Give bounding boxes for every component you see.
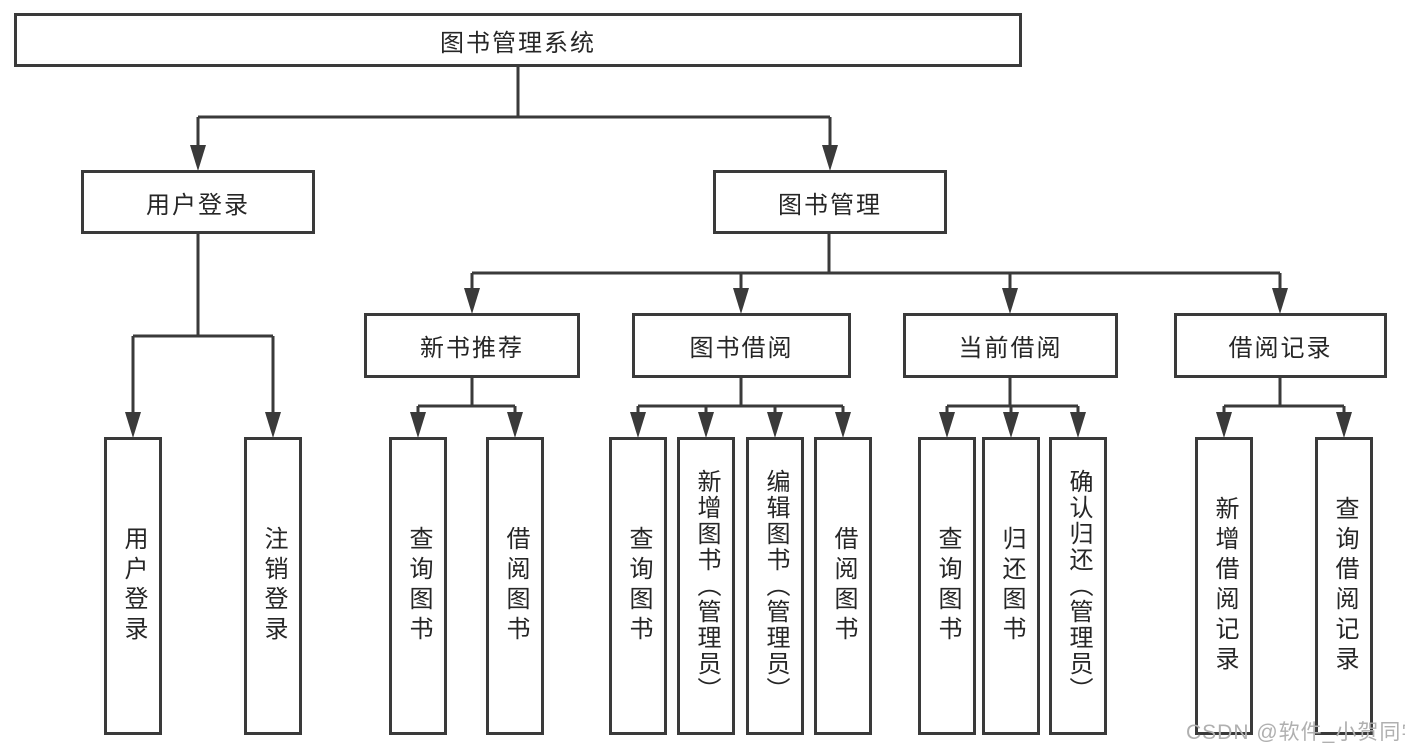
connector-new-book-recommend <box>410 378 523 438</box>
leaf-logout-label: 注销登录 <box>260 526 287 646</box>
node-book-borrow: 图书借阅 <box>632 313 851 378</box>
leaf-edit-books-admin: 编辑图书（管理员） <box>746 437 804 735</box>
csdn-watermark: CSDN @软件_小贺同学 <box>1186 721 1405 744</box>
node-borrow-records-label: 借阅记录 <box>1228 335 1333 362</box>
node-library-system: 图书管理系统 <box>14 13 1022 67</box>
leaf-query-books-borrow: 查询图书 <box>609 437 667 735</box>
leaf-return-books: 归还图书 <box>982 437 1040 735</box>
node-current-borrow-label: 当前借阅 <box>958 335 1063 362</box>
connector-book-management <box>464 234 1288 314</box>
connector-book-borrow <box>630 378 851 438</box>
connector-borrow-records <box>1216 378 1352 438</box>
node-new-book-recommend-label: 新书推荐 <box>420 335 524 362</box>
leaf-add-borrow-record: 新增借阅记录 <box>1195 437 1253 735</box>
leaf-query-borrow-record: 查询借阅记录 <box>1315 437 1373 735</box>
leaf-user-login: 用户登录 <box>104 437 162 735</box>
leaf-query-books-borrow-label: 查询图书 <box>625 526 652 646</box>
leaf-borrow-books: 借阅图书 <box>814 437 872 735</box>
leaf-query-books-current-label: 查询图书 <box>934 526 961 646</box>
node-book-borrow-label: 图书借阅 <box>689 335 794 362</box>
leaf-confirm-return-admin: 确认归还（管理员） <box>1049 437 1107 735</box>
leaf-edit-books-admin-label: 编辑图书（管理员） <box>762 469 789 703</box>
leaf-query-books-recommend: 查询图书 <box>389 437 447 735</box>
connector-user-login <box>125 234 281 438</box>
leaf-user-login-label: 用户登录 <box>120 526 147 646</box>
node-current-borrow: 当前借阅 <box>903 313 1118 378</box>
node-borrow-records: 借阅记录 <box>1174 313 1387 378</box>
leaf-logout: 注销登录 <box>244 437 302 735</box>
leaf-query-borrow-record-label: 查询借阅记录 <box>1331 496 1358 676</box>
connector-current-borrow <box>939 378 1086 438</box>
node-library-system-label: 图书管理系统 <box>440 29 596 57</box>
node-new-book-recommend: 新书推荐 <box>364 313 580 378</box>
leaf-add-books-admin-label: 新增图书（管理员） <box>693 469 720 703</box>
leaf-add-books-admin: 新增图书（管理员） <box>677 437 735 735</box>
connector-root <box>190 67 838 171</box>
node-book-management-label: 图书管理 <box>778 191 882 219</box>
leaf-borrow-books-recommend: 借阅图书 <box>486 437 544 735</box>
leaf-return-books-label: 归还图书 <box>998 526 1025 646</box>
leaf-add-borrow-record-label: 新增借阅记录 <box>1211 496 1238 676</box>
leaf-borrow-books-recommend-label: 借阅图书 <box>502 526 529 646</box>
node-book-management: 图书管理 <box>713 170 947 234</box>
leaf-borrow-books-label: 借阅图书 <box>830 526 857 646</box>
node-user-login-label: 用户登录 <box>146 191 250 219</box>
leaf-confirm-return-admin-label: 确认归还（管理员） <box>1065 469 1092 703</box>
node-user-login: 用户登录 <box>81 170 315 234</box>
leaf-query-books-recommend-label: 查询图书 <box>405 526 432 646</box>
leaf-query-books-current: 查询图书 <box>918 437 976 735</box>
